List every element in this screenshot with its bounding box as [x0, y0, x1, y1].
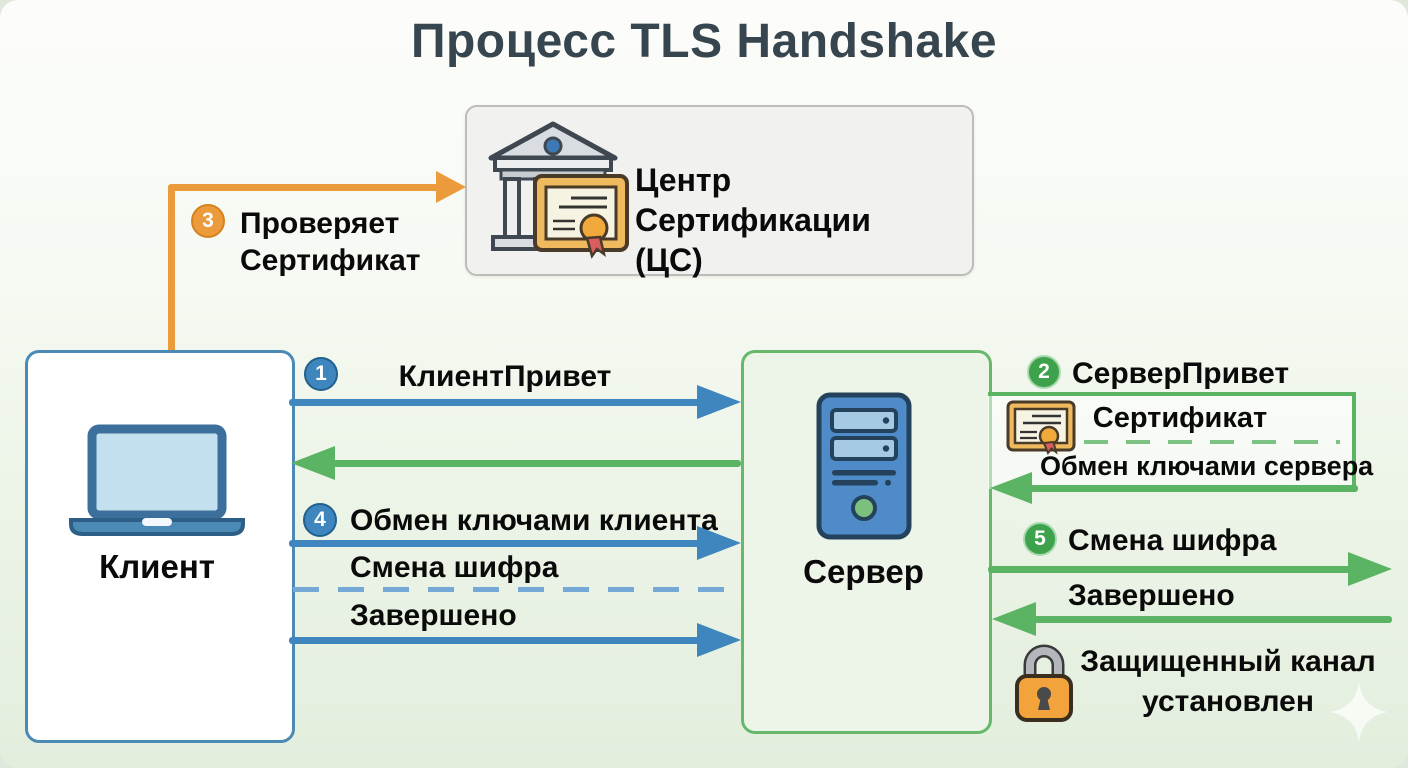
client-hello-arrowhead — [697, 385, 741, 419]
sparkle-icon — [1330, 682, 1388, 742]
server-tower-icon — [816, 392, 912, 540]
finished-client-label: Завершено — [350, 599, 517, 632]
certificate-dashed-line — [1084, 440, 1340, 444]
verify-certificate-arrow-vertical — [168, 187, 175, 353]
client-hello-label: КлиентПривет — [398, 360, 612, 393]
verify-certificate-arrow-horizontal — [168, 184, 438, 191]
server-hello-arrow — [333, 460, 741, 467]
change-cipher-server-label: Смена шифра — [1068, 524, 1277, 557]
server-key-exchange-label: Обмен ключами сервера — [1040, 451, 1374, 481]
finished-client-arrow — [289, 637, 701, 644]
finished-server-label: Завершено — [1068, 579, 1235, 612]
verify-certificate-line2: Сертификат — [240, 244, 421, 277]
step-2-badge: 2 — [1027, 355, 1061, 389]
secure-channel-label: Защищенный канал установлен — [1078, 642, 1378, 722]
finished-client-arrowhead — [697, 623, 741, 657]
server-hello-label: СерверПривет — [1072, 357, 1290, 390]
step-4-badge: 4 — [303, 503, 337, 537]
secure-channel-line1: Защищенный канал — [1080, 645, 1376, 678]
step-3-badge: 3 — [191, 204, 225, 238]
secure-channel-line2: установлен — [1142, 685, 1314, 718]
server-hello-arrowhead — [291, 446, 335, 480]
bank-certificate-icon — [488, 121, 629, 259]
client-hello-arrow — [289, 399, 701, 406]
client-box — [25, 350, 295, 743]
verify-certificate-line1: Проверяет — [240, 207, 400, 240]
ca-label-line1: Центр Сертификации — [635, 162, 871, 238]
certificate-label: Сертификат — [1092, 402, 1268, 434]
finished-server-arrow — [1034, 616, 1392, 623]
server-key-exchange-arrowhead — [990, 472, 1032, 504]
verify-certificate-arrowhead — [436, 171, 466, 203]
ca-label-line2: (ЦС) — [635, 242, 703, 278]
page-title: Процесс TLS Handshake — [410, 15, 998, 68]
change-cipher-client-label: Смена шифра — [350, 551, 559, 584]
certificate-authority-label: Центр Сертификации (ЦС) — [635, 160, 975, 280]
verify-certificate-label: Проверяет Сертификат — [240, 205, 421, 279]
client-key-exchange-arrow — [289, 540, 701, 547]
server-key-exchange-arrow — [1030, 485, 1358, 492]
change-cipher-server-arrow — [988, 566, 1350, 573]
change-cipher-server-arrowhead — [1348, 552, 1392, 586]
change-cipher-client-dashed-line — [293, 587, 733, 592]
client-key-exchange-arrowhead — [697, 526, 741, 560]
client-label: Клиент — [99, 548, 215, 585]
server-label: Сервер — [803, 553, 924, 590]
lock-icon — [1015, 644, 1073, 722]
step-5-badge: 5 — [1023, 522, 1057, 556]
certificate-icon — [1006, 400, 1076, 455]
step-1-badge: 1 — [304, 357, 338, 391]
finished-server-arrowhead — [992, 602, 1036, 636]
laptop-icon — [69, 424, 245, 536]
client-key-exchange-label: Обмен ключами клиента — [350, 504, 718, 537]
